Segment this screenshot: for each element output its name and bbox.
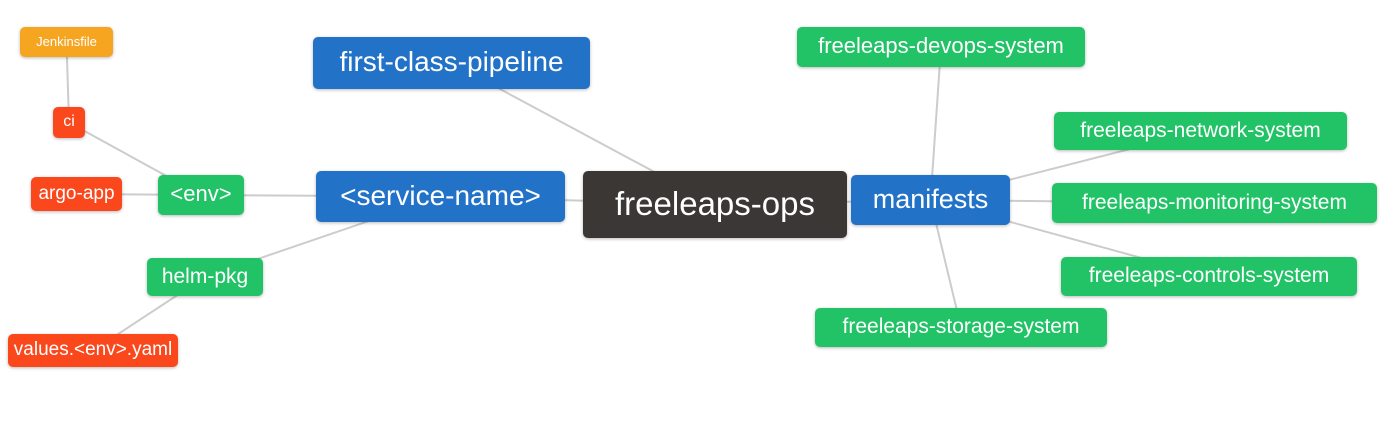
node-label: ci <box>63 112 75 130</box>
node-label: helm-pkg <box>161 264 249 288</box>
node-label: values.<env>.yaml <box>13 339 173 360</box>
node-service-name[interactable]: <service-name> <box>316 171 565 222</box>
node-label: argo-app <box>38 182 115 204</box>
node-argo-app[interactable]: argo-app <box>31 177 122 211</box>
node-label: freeleaps-ops <box>615 185 815 222</box>
node-freeleaps-monitoring-system[interactable]: freeleaps-monitoring-system <box>1052 183 1377 223</box>
node-label: freeleaps-network-system <box>1080 118 1321 142</box>
node-label: first-class-pipeline <box>339 46 564 77</box>
node-manifests[interactable]: manifests <box>851 175 1010 225</box>
node-label: freeleaps-monitoring-system <box>1082 190 1347 214</box>
node-env[interactable]: <env> <box>158 175 244 215</box>
node-freeleaps-ops[interactable]: freeleaps-ops <box>583 171 847 238</box>
node-label: freeleaps-devops-system <box>818 33 1064 58</box>
node-first-class-pipeline[interactable]: first-class-pipeline <box>313 37 590 89</box>
node-freeleaps-controls-system[interactable]: freeleaps-controls-system <box>1061 257 1357 296</box>
node-values-env-yaml[interactable]: values.<env>.yaml <box>8 334 178 367</box>
node-ci[interactable]: ci <box>53 107 85 138</box>
node-label: Jenkinsfile <box>36 33 97 49</box>
node-jenkinsfile[interactable]: Jenkinsfile <box>20 27 113 57</box>
node-helm-pkg[interactable]: helm-pkg <box>147 258 263 296</box>
node-freeleaps-devops-system[interactable]: freeleaps-devops-system <box>797 27 1085 67</box>
node-label: <service-name> <box>340 179 541 211</box>
node-label: freeleaps-storage-system <box>842 315 1080 338</box>
node-freeleaps-storage-system[interactable]: freeleaps-storage-system <box>815 308 1107 347</box>
node-label: <env> <box>170 181 232 206</box>
node-freeleaps-network-system[interactable]: freeleaps-network-system <box>1054 112 1347 150</box>
node-label: manifests <box>872 183 989 214</box>
edge-manifests-freeleaps-devops-system <box>929 46 942 201</box>
node-label: freeleaps-controls-system <box>1088 264 1330 287</box>
